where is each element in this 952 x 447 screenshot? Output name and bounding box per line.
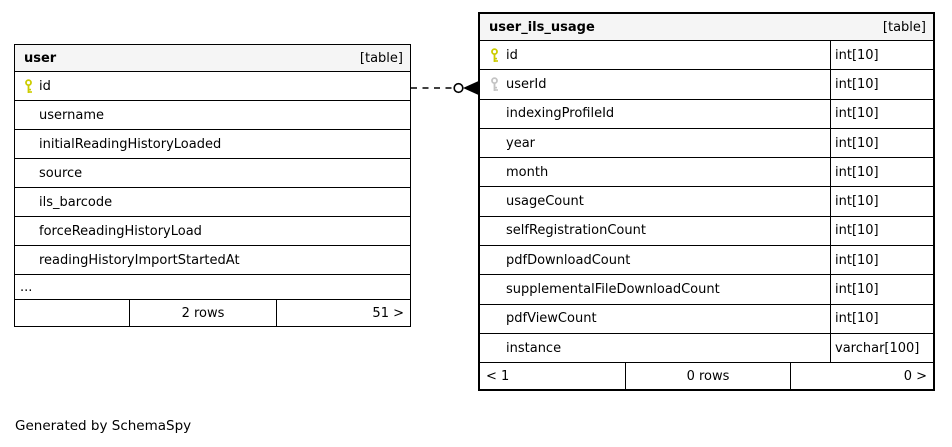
column-name: instance [506,340,562,356]
column-row-initialReadingHistoryLoaded: initialReadingHistoryLoaded [15,130,410,159]
column-name: id [506,47,518,63]
column-type: int[10] [830,158,933,187]
table-user-ils-usage-badge: [table] [882,19,926,35]
column-type: int[10] [830,275,933,304]
no-key-spacer [490,187,506,215]
no-key-spacer [24,188,39,216]
table-user-more-columns: 51 > [276,300,410,326]
column-row-readingHistoryImportStartedAt: readingHistoryImportStartedAt [15,246,410,275]
column-row-supplementalFileDownloadCount: supplementalFileDownloadCount int[10] [480,275,933,305]
no-key-spacer [24,130,39,158]
column-name: username [39,107,104,123]
column-name: month [506,164,549,180]
column-type: int[10] [830,187,933,216]
no-key-spacer [490,334,506,362]
schemaspy-credit: Generated by SchemaSpy [15,418,192,434]
column-name: selfRegistrationCount [506,223,646,239]
table-user-ils-usage-name[interactable]: user_ils_usage [489,19,595,35]
column-type: int[10] [830,304,933,333]
column-name: source [39,165,83,181]
table-user-columns: id username initialReadingHistoryLoaded sou… [15,72,410,275]
column-name: usageCount [506,194,584,210]
primary-key-icon [24,72,39,100]
column-row-id: id [15,72,410,101]
no-key-spacer [490,100,506,128]
table-user-ellipsis-row: ... [15,275,410,300]
column-type: int[10] [830,99,933,128]
table-user-ils-usage-related-right: 0 > [790,363,933,389]
column-row-forceReadingHistoryLoad: forceReadingHistoryLoad [15,217,410,246]
column-type: int[10] [830,41,933,70]
zero-or-one-circle-icon [453,82,464,94]
column-type: int[10] [830,128,933,158]
foreign-key-icon [490,70,506,98]
primary-key-icon [490,41,506,69]
column-name: pdfViewCount [506,311,597,327]
column-name: id [39,78,51,94]
column-name: year [506,135,536,151]
no-key-spacer [490,246,506,274]
no-key-spacer [24,246,39,274]
table-user-ils-usage[interactable]: user_ils_usage [table] id int[10] userId in… [478,12,935,391]
column-name: indexingProfileId [506,106,615,122]
column-row-source: source [15,159,410,188]
column-name: pdfDownloadCount [506,252,631,268]
column-name: supplementalFileDownloadCount [506,282,720,298]
table-user-ils-usage-footer: < 1 0 rows 0 > [480,363,933,389]
column-row-userId: userId int[10] [480,70,933,100]
many-arrowhead-icon [463,81,478,95]
column-type: int[10] [830,246,933,275]
no-key-spacer [24,101,39,129]
column-row-pdfDownloadCount: pdfDownloadCount int[10] [480,246,933,276]
table-user-header[interactable]: user [table] [15,45,410,72]
table-user-footer-left [15,300,129,326]
column-name: userId [506,76,547,92]
table-user-footer: 2 rows 51 > [15,300,410,326]
column-name: forceReadingHistoryLoad [39,223,202,239]
table-user-ils-usage-header[interactable]: user_ils_usage [table] [480,14,933,41]
column-row-id: id int[10] [480,41,933,71]
no-key-spacer [490,217,506,245]
no-key-spacer [490,129,506,157]
column-row-pdfViewCount: pdfViewCount int[10] [480,304,933,334]
no-key-spacer [490,275,506,303]
table-user-ils-usage-row-count: 0 rows [625,363,790,389]
table-user-badge: [table] [359,50,403,66]
no-key-spacer [490,305,506,333]
column-row-year: year int[10] [480,128,933,159]
no-key-spacer [24,159,39,187]
table-user-name[interactable]: user [24,50,57,66]
table-user-ils-usage-related-left: < 1 [486,368,510,384]
column-name: initialReadingHistoryLoaded [39,136,222,152]
column-name: readingHistoryImportStartedAt [39,252,240,268]
column-type: int[10] [830,70,933,99]
column-row-username: username [15,101,410,130]
column-row-ils_barcode: ils_barcode [15,188,410,217]
table-user[interactable]: user [table] id username initialReadingHis… [14,44,411,327]
table-user-row-count: 2 rows [129,300,276,326]
column-row-indexingProfileId: indexingProfileId int[10] [480,99,933,129]
column-row-instance: instance varchar[100] [480,333,933,364]
column-type: int[10] [830,216,933,246]
column-row-selfRegistrationCount: selfRegistrationCount int[10] [480,216,933,247]
column-row-usageCount: usageCount int[10] [480,187,933,217]
column-name: ils_barcode [39,194,113,210]
column-type: varchar[100] [830,333,933,363]
column-row-month: month int[10] [480,158,933,188]
no-key-spacer [490,158,506,186]
foreign-key-relationship-connector [411,81,478,95]
no-key-spacer [24,217,39,245]
